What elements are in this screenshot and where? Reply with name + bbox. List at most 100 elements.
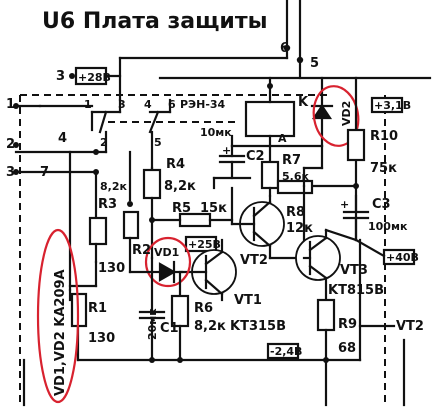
junction-dot [127, 201, 133, 207]
vd2-highlight [312, 85, 360, 147]
r7-value: 5,6к [282, 170, 309, 183]
c2-ref: C2 [246, 149, 265, 164]
vt1-transistor: VT1 KT315B [180, 238, 286, 334]
r3-resistor [88, 216, 108, 246]
voltage-tag-t3: +40B [386, 251, 419, 264]
c3-plus: + [340, 198, 349, 211]
r7-r8-group: R7 5,6к R8 12к [260, 144, 324, 246]
c1-value: 20мк [146, 308, 159, 340]
note-highlight [36, 228, 80, 404]
connector-label-6: 6 [280, 41, 289, 56]
r4-resistor [142, 168, 162, 200]
vt2-ref: VT2 [240, 253, 268, 268]
relay-coil-label: K [298, 95, 309, 110]
r9-value: 68 [338, 341, 356, 356]
c3-ref: C3 [372, 197, 391, 212]
r6-ref: R6 [194, 301, 213, 316]
vt3-body [295, 235, 341, 281]
vd2-diode [311, 104, 333, 120]
r2-ref: R2 [132, 243, 151, 258]
vd1-highlight [144, 236, 192, 288]
r6-group: R6 8,2к [170, 270, 226, 362]
c1-ref: C1 [160, 321, 179, 336]
voltage-tag-t4: -2,4B [270, 345, 302, 358]
junction-dot [149, 217, 155, 223]
c3-value: 100мк [368, 220, 408, 233]
r3-ref: R3 [98, 197, 117, 212]
r2-resistor [122, 210, 140, 240]
vt2-external: VT2 [358, 319, 424, 407]
r4-r5-group: R4 8,2к R5 15к +25B [142, 157, 234, 260]
side-note: VD1,VD2 KA209A [36, 228, 80, 404]
relay-pin-4: 4 [144, 98, 152, 111]
junction-dot [69, 73, 75, 79]
vt2-transistor: VT2 [230, 194, 306, 268]
board-outline [19, 94, 386, 405]
vd1-ref: VD1 [154, 246, 179, 259]
voltage-tag-t1: +3,1B [374, 99, 411, 112]
junction-dot [267, 83, 273, 89]
vt3-transistor: VT3 KT815B +40B [295, 228, 419, 302]
vt3-ref: VT3 [340, 263, 368, 278]
wire-mark-4: 4 [58, 131, 67, 146]
vd1-diode [158, 262, 177, 282]
junction-dot [93, 149, 99, 155]
r8-ref: R8 [286, 205, 305, 220]
diode-type-note: VD1,VD2 KA209A [53, 269, 68, 396]
vd2-ref: VD2 [340, 101, 353, 126]
top-connectors: 6 5 [118, 0, 432, 80]
r1-value: 130 [88, 331, 115, 346]
r7-ref: R7 [282, 153, 301, 168]
tag-box-t4 [266, 342, 300, 360]
r4-value: 8,2к [164, 179, 196, 194]
connector-label-3b: 3 [6, 165, 15, 180]
connector-label-5: 5 [310, 56, 319, 71]
r10-ref: R10 [370, 129, 398, 144]
vd1-diode-group: VD1 [144, 236, 192, 288]
board-title: U6 Плата защиты [42, 9, 267, 34]
relay-name: РЭН-34 [180, 98, 226, 111]
relay-pin-3: 3 [118, 98, 126, 111]
junction-dot [177, 357, 183, 363]
r10-value: 75к [370, 161, 397, 176]
coil-pin-mark: A [278, 132, 287, 145]
supply-tag: +28B [78, 71, 111, 84]
r5-value: 15к [200, 201, 227, 216]
supply-input: 3 +28B [56, 56, 122, 102]
r10-resistor [346, 128, 366, 162]
r6-value: 8,2к [194, 319, 226, 334]
c2-plus: + [222, 144, 231, 157]
r4-ref: R4 [166, 157, 185, 172]
vt1-type: KT315B [230, 319, 286, 334]
vt1-ref: VT1 [234, 293, 262, 308]
wire-mark-7: 7 [40, 165, 49, 180]
c3-capacitor-group: C3 100мк + [340, 194, 408, 242]
connector-label-2: 2 [6, 137, 15, 152]
r7-series-resistor [276, 179, 314, 195]
vt3-type: KT815B [328, 283, 384, 298]
relay-coil-box [244, 100, 296, 138]
r1-ref: R1 [88, 301, 107, 316]
voltage-tag-t2: +25B [188, 238, 221, 251]
junction-dot [13, 142, 19, 148]
r9-ref: R9 [338, 317, 357, 332]
c1-capacitor-group: C1 20мк [138, 256, 179, 363]
ground-bus [22, 357, 362, 407]
r3-wire-value: 8,2к [100, 180, 127, 193]
connector-label-1: 1 [6, 97, 15, 112]
r9-group: R9 68 -2,4B [266, 238, 362, 362]
connector-label-3: 3 [56, 69, 65, 84]
tag-box-t1 [370, 96, 404, 114]
vd2-r10-branch: VD2 +3,1B R10 75к [302, 76, 411, 242]
vt2-external-ref: VT2 [396, 319, 424, 334]
c2-value: 10мк [200, 126, 232, 139]
r7-resistor [260, 160, 280, 190]
r8-value: 12к [286, 221, 313, 236]
relay-pin-1: 1 [84, 98, 92, 111]
relay-pin-6: 6 [168, 98, 176, 111]
r3-value: 130 [98, 261, 125, 276]
relay-coil: K A [230, 76, 324, 148]
tag-box-t2 [184, 235, 218, 253]
c2-capacitor-group: 10мк C2 + [200, 126, 265, 190]
